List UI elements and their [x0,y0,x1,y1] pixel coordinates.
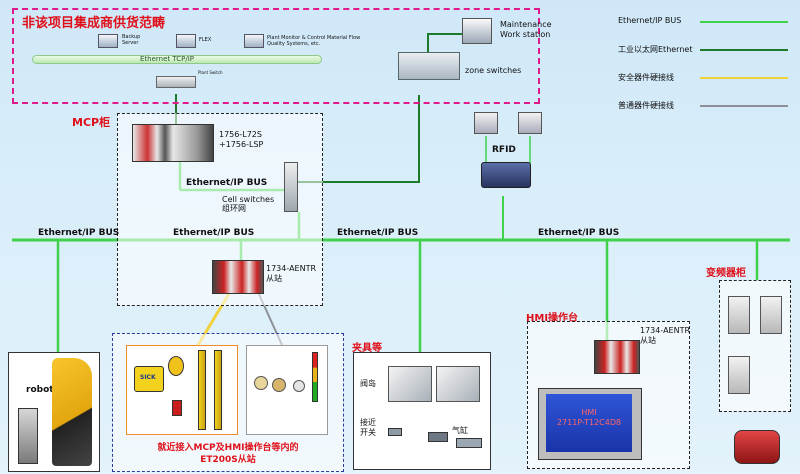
plant-monitor-label: Plant Monitor & Control Material Flow Qu… [267,35,361,47]
bus-label-2: Ethernet/IP BUS [173,228,255,238]
hmi-title: HMI操作台 [526,313,579,324]
sensor-icon [428,432,448,442]
robot-label: robot [26,385,54,395]
flex-server-computer-icon [176,34,196,48]
maintenance-label: Maintenance Work station [500,20,552,39]
legend-label-safety-wire: 安全器件硬接线 [618,73,674,82]
legend-label-ethernet-ip: Ethernet/IP BUS [618,16,682,25]
valve-island-icon-1 [388,366,432,402]
rfid-module-icon [481,162,531,188]
plant-switch-label: Plant Switch [198,70,223,75]
et200s-caption: 就近接入MCP及HMI操作台等内的 ET200S从站 [157,443,299,465]
sick-scanner-icon [134,366,164,392]
zone-switches-label: zone switches [465,66,522,75]
rfid-reader-icon-1 [474,112,498,134]
vfd-title: 变频器柜 [706,268,746,279]
rfid-reader-icon-2 [518,112,542,134]
zone-switch-rack-icon [398,52,460,80]
safety-switch-icon [172,400,182,416]
plant-monitor-computer-icon [244,34,264,48]
valve-island-icon-2 [436,366,480,402]
hmi-aentr-label: 1734-AENTR 从站 [640,326,691,345]
legend-swatch-general-wire [700,105,788,107]
sick-label: SICK [140,374,156,381]
bus-label-4: Ethernet/IP BUS [538,228,620,238]
ethernet-zone-to-maintenance [427,33,462,52]
maintenance-workstation-icon [462,18,492,44]
legend-swatch-ethernet-ip [700,21,788,23]
hmi-aentr-io-icon [594,340,640,374]
valve-island-label: 阀岛 [360,379,376,388]
aentr-io-icon [212,260,264,294]
light-curtain-icon-2 [214,350,222,430]
cell-switch-icon [284,162,298,212]
out-of-scope-title: 非该项目集成商供货范畴 [22,16,166,31]
plant-switch-icon [156,76,196,88]
bus-label-1: Ethernet/IP BUS [38,228,120,238]
pushbutton-icon-1 [254,376,268,390]
robot-arm-icon [52,358,92,466]
legend-label-industrial-ethernet: 工业以太网Ethernet [618,45,693,54]
pushbutton-icon-3 [293,380,305,392]
hmi-screen-label: HMI 2711P-T12C4D8 [556,408,622,427]
robot-controller-icon [18,408,38,464]
fixture-title: 夹具等 [352,343,382,354]
vfd-drive-icon-3 [728,356,750,394]
backup-server-label: Backup Server [122,34,141,46]
proximity-switch-icon [388,428,402,436]
pushbutton-icon-2 [272,378,286,392]
legend-swatch-industrial-ethernet [700,49,788,51]
vfd-drive-icon-1 [728,296,750,334]
legend: Ethernet/IP BUS 工业以太网Ethernet 安全器件硬接线 普通… [598,16,794,126]
proximity-label: 接近 开关 [360,418,376,437]
mcp-title: MCP柜 [72,116,111,129]
backup-server-computer-icon [98,34,118,48]
legend-label-general-wire: 普通器件硬接线 [618,101,674,110]
gear-motor-icon [734,430,780,464]
ethernet-tcpip-bar [32,55,322,64]
rfid-label: RFID [492,145,516,155]
controller-label: 1756-L72S +1756-LSP [219,130,264,149]
cell-switches-label: Cell switches 组环网 [222,195,275,213]
cylinder-icon [456,438,482,448]
out-of-scope-region [12,8,540,104]
hmi-screen [546,394,632,452]
ethernet-zone-to-cell [297,95,420,183]
flex-server-label: FLEX [199,37,212,43]
legend-swatch-safety-wire [700,77,788,79]
cylinder-label: 气缸 [452,426,468,435]
stack-light-icon [312,352,318,402]
estop-button-icon [168,356,184,376]
light-curtain-icon-1 [198,350,206,430]
vfd-drive-icon-2 [760,296,782,334]
ethernet-tcpip-label: Ethernet TCP/IP [140,55,194,63]
aentr-main-label: 1734-AENTR 从站 [266,264,317,283]
controller-chassis-icon [132,124,214,162]
bus-label-3: Ethernet/IP BUS [337,228,419,238]
mcp-bus-label: Ethernet/IP BUS [186,178,268,188]
